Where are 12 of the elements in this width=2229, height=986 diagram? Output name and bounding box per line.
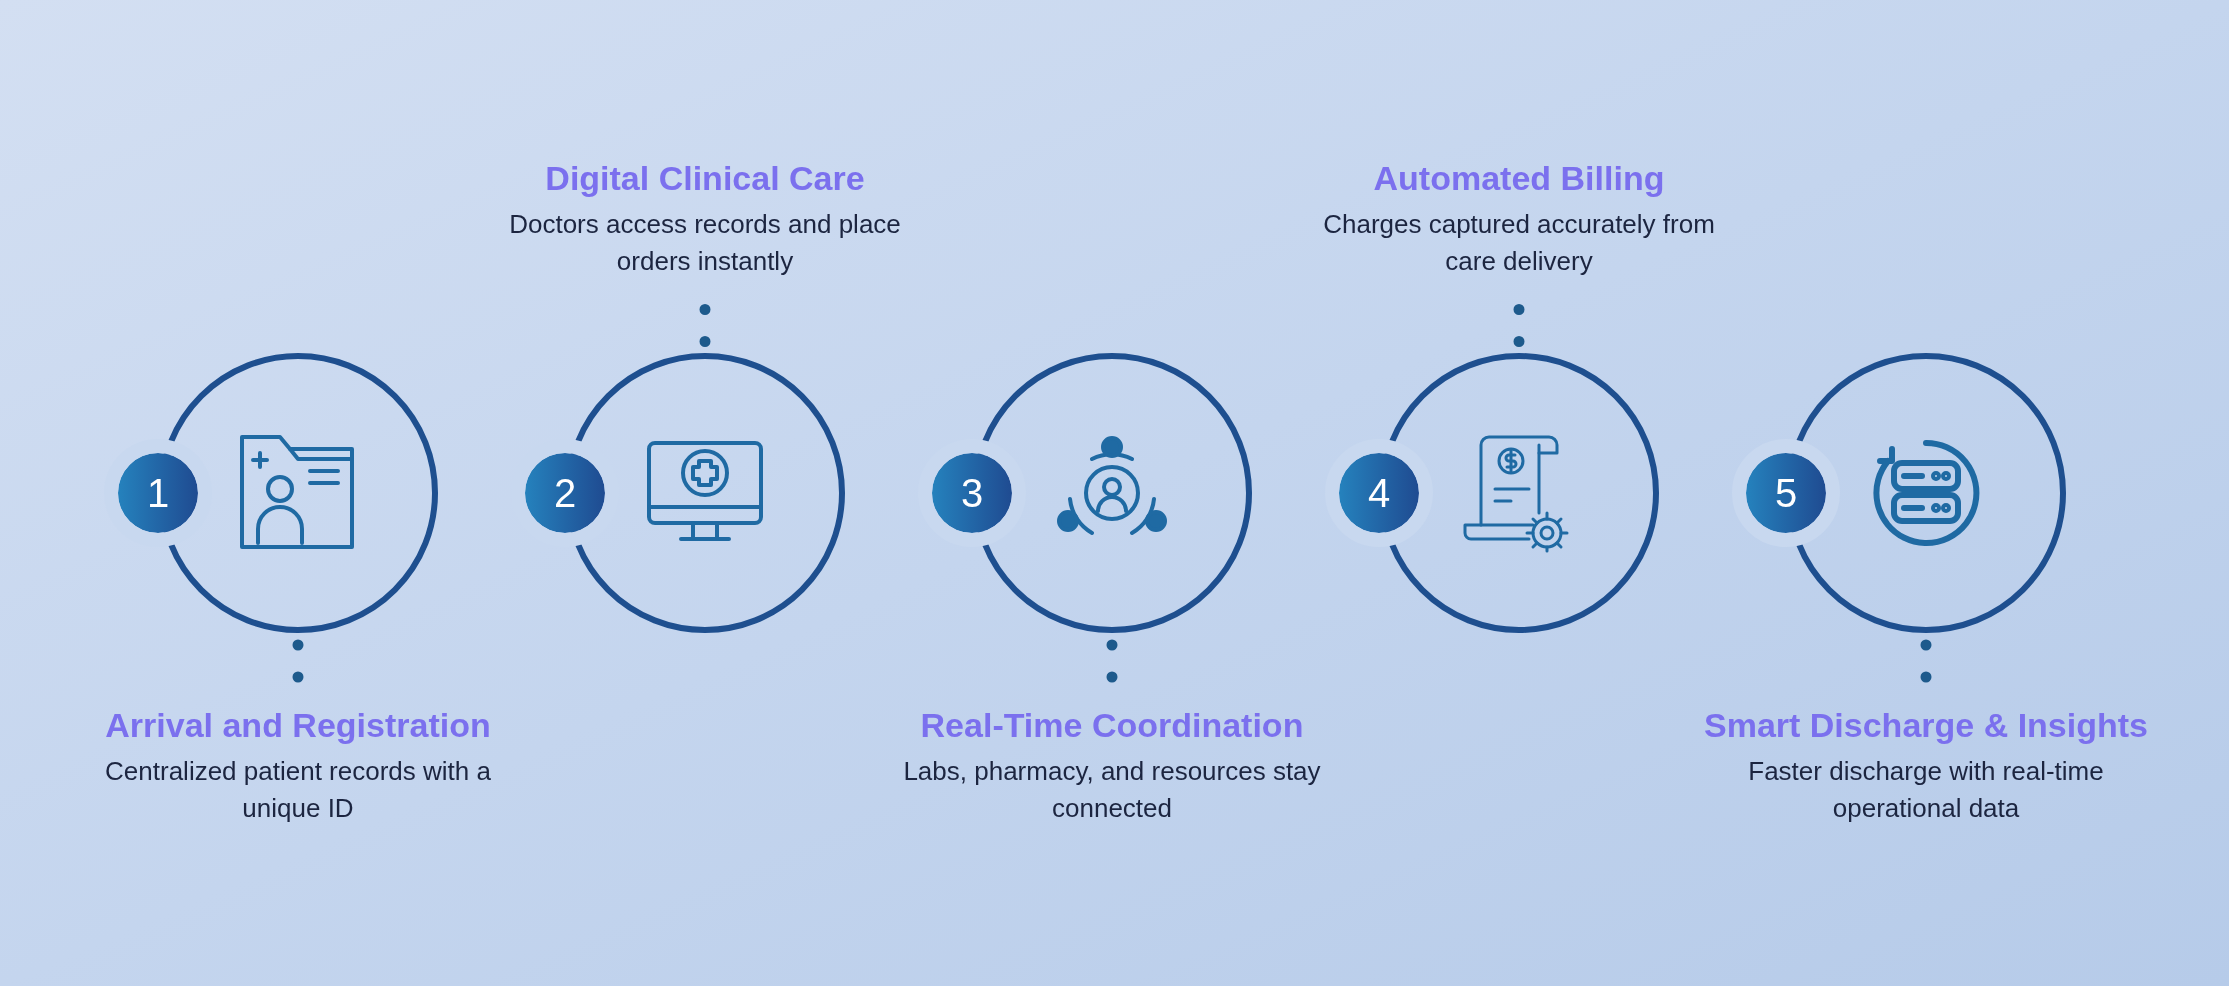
step-title: Arrival and Registration: [105, 705, 491, 745]
step-title: Smart Discharge & Insights: [1704, 705, 2148, 745]
step-description: Doctors access records and place orders instantly: [508, 208, 902, 278]
step-description: Faster discharge with real-time operational data: [1747, 755, 2105, 825]
step-title: Automated Billing: [1373, 158, 1665, 198]
step-description: Charges captured accurately from care delivery: [1322, 208, 1716, 278]
step-number-badge: 4: [1325, 439, 1433, 547]
step-description: Centralized patient records with a unique ID: [104, 755, 492, 825]
step-title: Real-Time Coordination: [920, 705, 1304, 745]
step-number-badge: 5: [1732, 439, 1840, 547]
step-title: Digital Clinical Care: [545, 158, 865, 198]
step-description: Labs, pharmacy, and resources stay connected: [902, 755, 1322, 825]
